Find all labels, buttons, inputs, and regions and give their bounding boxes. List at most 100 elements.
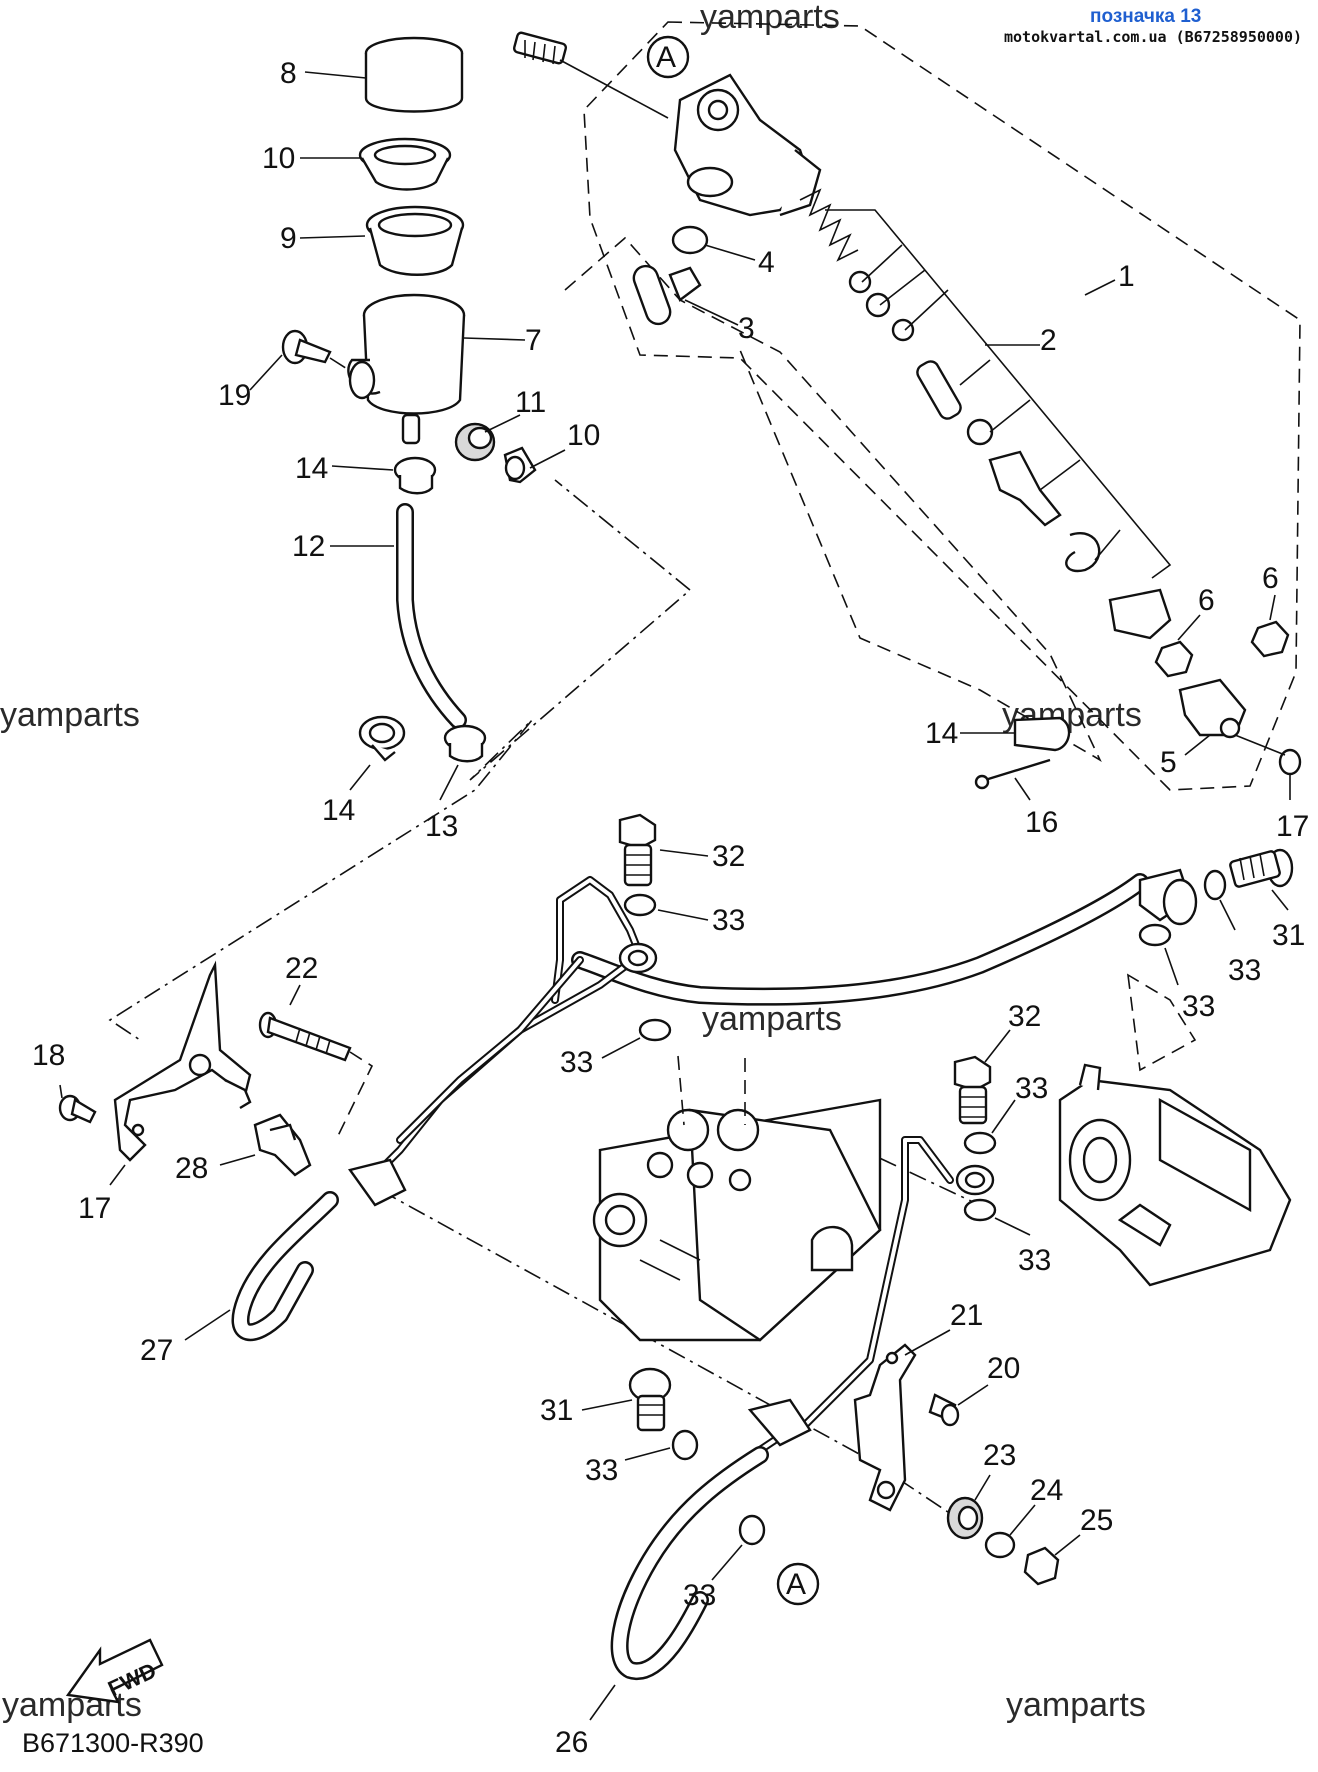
callout-3: 3 (738, 312, 755, 345)
callout-33: 33 (1018, 1244, 1051, 1277)
piston-seal (966, 418, 994, 446)
watermark: yamparts (700, 0, 840, 36)
pipe-bracket (853, 1343, 917, 1512)
push-rod (988, 450, 1062, 527)
callout-22: 20 (987, 1352, 1020, 1385)
diaphragm (365, 205, 465, 276)
callout-25: 23 (983, 1439, 1016, 1472)
abs-sensor-clip (253, 1113, 312, 1177)
callout-2: 2 (1040, 324, 1057, 357)
inner-group-outline (564, 236, 1102, 762)
lower-center-line (379, 1189, 961, 1521)
reservoir-hose-outline (108, 479, 692, 1041)
reference-marker-a-label: A (786, 1568, 806, 1601)
spring (799, 188, 859, 262)
grommet (671, 225, 709, 255)
pipe-grommet (747, 1398, 812, 1447)
washer (963, 1131, 997, 1155)
diagram-code: B671300-R390 (22, 1728, 204, 1758)
source-site: motokvartal.com.ua (B67258950000) (1004, 28, 1303, 46)
callout-1: 1 (1118, 260, 1135, 293)
washer (1203, 869, 1227, 901)
hose-clamp (443, 724, 487, 763)
hose-clip (358, 715, 406, 762)
callout-10: 10 (262, 142, 295, 175)
banjo-bolt (628, 1367, 672, 1432)
brake-hose (610, 1446, 769, 1681)
callout-6: 6 (1198, 584, 1215, 617)
callout-33: 33 (585, 1454, 618, 1487)
callout-32: 32 (712, 840, 745, 873)
diaphragm-plate (358, 137, 452, 191)
callout-33: 33 (1228, 954, 1261, 987)
banjo-bolt (953, 1055, 992, 1125)
callout-32: 32 (1008, 1000, 1041, 1033)
callout-31: 31 (1272, 919, 1305, 952)
clevis-pin (1013, 716, 1071, 752)
upper-center-line (819, 1129, 991, 1211)
piston (916, 360, 962, 420)
master-cylinder-group-outline (583, 21, 1301, 791)
callout-24: 22 (285, 952, 318, 985)
reservoir-tank (347, 293, 466, 445)
callout-8: 8 (280, 57, 297, 90)
callout-33: 33 (683, 1579, 716, 1612)
callout-13: 12 (292, 530, 325, 563)
callout-15: 14 (322, 794, 355, 827)
washer (638, 1018, 672, 1042)
hose-bracket (113, 960, 252, 1162)
grommet-25 (946, 1496, 984, 1540)
washer (738, 1514, 766, 1546)
cap-11 (503, 446, 537, 484)
callout-33: 33 (1015, 1072, 1048, 1105)
washer (1278, 748, 1302, 776)
bracket-bolt (928, 1393, 960, 1427)
callout-27: 25 (1080, 1504, 1113, 1537)
pipe-grommet (347, 1158, 407, 1207)
reference-marker-a (776, 1562, 820, 1606)
callout-23: 21 (950, 1299, 983, 1332)
callout-33: 33 (712, 904, 745, 937)
callout-18: 16 (1025, 806, 1058, 839)
washer (963, 1198, 997, 1222)
callout-29: 27 (140, 1334, 173, 1367)
joint-elbow (668, 266, 702, 302)
washer (623, 893, 657, 917)
callout-26: 24 (1030, 1474, 1063, 1507)
piston-cup (848, 270, 872, 294)
hose-clamp (393, 456, 437, 495)
reference-note: позначка 13 (1090, 6, 1202, 27)
callout-6: 6 (1262, 562, 1279, 595)
inlet-bolt (512, 31, 568, 65)
screw (281, 329, 332, 365)
nut (1154, 640, 1194, 678)
callout-19: 17 (78, 1192, 111, 1225)
caliper-leader-outline (1127, 973, 1197, 1072)
hose-end-fitting (1138, 868, 1198, 926)
washer (1138, 923, 1172, 947)
callout-33: 33 (1182, 990, 1215, 1023)
reservoir-cap (364, 36, 464, 113)
boot (1108, 588, 1172, 640)
callout-33: 33 (560, 1046, 593, 1079)
grommet-12 (454, 422, 496, 462)
brake-hose (571, 873, 1149, 1006)
circlip (1065, 532, 1101, 573)
callout-30: 28 (175, 1152, 208, 1185)
callout-12: 11 (515, 386, 546, 419)
callout-28: 26 (555, 1726, 588, 1759)
cotter-pin (984, 758, 1051, 782)
callout-4: 4 (758, 246, 775, 279)
callout-14: 13 (425, 810, 458, 843)
screw-24 (258, 1011, 352, 1062)
reference-marker-a-label: A (656, 41, 676, 74)
collar (984, 1531, 1016, 1559)
callout-31: 31 (540, 1394, 573, 1427)
washer (671, 1429, 699, 1461)
banjo-bolt (1229, 848, 1294, 888)
bracket-bolt (58, 1094, 97, 1124)
watermark: yamparts (1006, 1686, 1146, 1724)
master-cylinder-body (673, 73, 822, 217)
reference-marker-a (646, 35, 690, 79)
